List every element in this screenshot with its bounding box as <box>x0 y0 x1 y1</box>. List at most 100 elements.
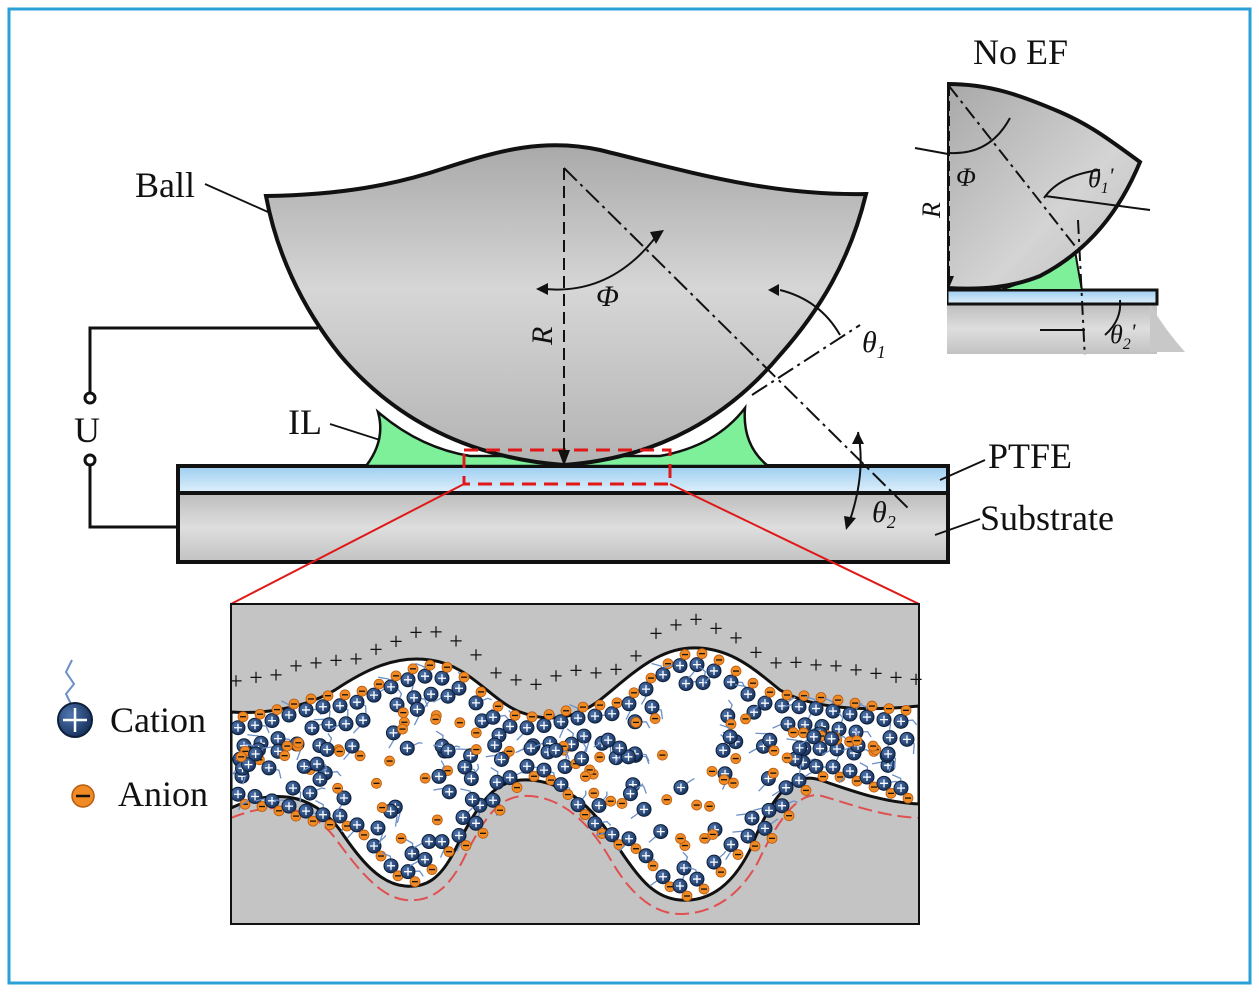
terminal-bottom <box>83 453 97 467</box>
positive-charge-mark: + <box>629 644 643 670</box>
cation-plus-sign <box>835 725 843 734</box>
cation-plus-sign <box>604 736 613 745</box>
positive-charge-mark: + <box>809 653 823 679</box>
positive-charge-mark: + <box>909 668 923 694</box>
cation-plus-sign <box>903 735 911 744</box>
cation-plus-sign <box>748 814 756 823</box>
positive-charge-mark: + <box>749 641 763 667</box>
cation-plus-sign <box>336 701 344 710</box>
cation-plus-sign <box>472 698 480 707</box>
cation-plus-sign <box>370 842 378 851</box>
detail-view <box>231 604 919 924</box>
cation-plus-sign <box>353 820 361 829</box>
cation-plus-sign <box>608 830 616 839</box>
cation-plus-sign <box>642 685 650 694</box>
theta2-label: θ2 <box>872 496 896 532</box>
radius-arrowhead <box>558 450 570 466</box>
cation-plus-sign <box>300 762 309 771</box>
cation-plus-sign <box>478 716 486 725</box>
cation-plus-sign <box>795 776 803 785</box>
cation-plus-sign <box>386 807 395 816</box>
inset-theta2-arc <box>1104 299 1122 336</box>
positive-charge-mark: + <box>289 654 303 680</box>
inset-substrate-edge <box>1150 304 1185 352</box>
cation-plus-sign <box>489 796 497 805</box>
cation-plus-sign <box>625 834 633 843</box>
positive-charge-mark: + <box>869 662 883 688</box>
cation-plus-sign <box>506 773 514 782</box>
double-layer-dashed-line <box>231 794 919 916</box>
cation-plus-sign <box>791 755 800 764</box>
terminal-top <box>83 391 97 405</box>
cation-plus-sign <box>466 751 475 760</box>
theta1-label: θ1 <box>862 326 886 362</box>
cation-plus-sign <box>656 827 665 836</box>
cation-plus-sign <box>727 840 735 849</box>
cation-plus-sign <box>285 802 293 811</box>
cation-plus-sign <box>659 670 667 679</box>
cation-plus-sign <box>387 861 395 870</box>
cation-plus-sign <box>497 755 506 764</box>
cation-plus-sign <box>608 709 616 718</box>
cation-plus-sign <box>325 720 333 729</box>
cation-plus-sign <box>795 743 804 752</box>
substrate-leader-line <box>934 518 981 536</box>
cation-plus-sign <box>659 872 667 881</box>
cation-plus-sign <box>615 744 624 753</box>
cation-plus-sign <box>467 774 476 783</box>
inset-phi-label: Φ <box>956 163 976 192</box>
inset-normal-line <box>1077 219 1086 355</box>
cation-plus-sign <box>801 720 809 729</box>
inset-diag-line <box>948 85 1076 247</box>
substrate-block <box>176 491 950 564</box>
inset-no-ef <box>947 81 1185 355</box>
cation-plus-sign <box>404 675 412 684</box>
il-leader-line <box>329 423 381 441</box>
cation-plus-sign <box>251 792 259 801</box>
cation-plus-sign <box>640 805 649 814</box>
cation-plus-sign <box>812 762 820 771</box>
cation-plus-sign <box>251 721 259 730</box>
positive-charge-mark: + <box>689 608 703 634</box>
cation-plus-sign <box>348 742 357 751</box>
cation-plus-sign <box>353 698 361 707</box>
inset-radius-arrow <box>947 276 954 288</box>
contact-angle-line <box>563 167 911 511</box>
positive-charge-mark: + <box>709 616 723 642</box>
positive-charge-mark: + <box>889 665 903 691</box>
cation-plus-sign <box>527 744 535 753</box>
cation-plus-sign <box>268 716 276 725</box>
cation-plus-sign <box>389 728 398 737</box>
anion-legend-label: Anion <box>118 774 208 814</box>
phi-label: Φ <box>596 280 619 313</box>
positive-charge-mark: + <box>269 663 283 689</box>
cation-plus-sign <box>251 749 260 758</box>
positive-charge-mark: + <box>549 664 563 690</box>
cation-plus-sign <box>434 772 443 781</box>
cation-plus-sign <box>403 744 412 753</box>
cation-plus-sign <box>765 736 774 745</box>
cation-plus-sign <box>490 741 499 750</box>
cation-plus-sign <box>289 784 297 793</box>
cation-plus-sign <box>274 747 283 756</box>
cation-plus-sign <box>340 794 348 802</box>
cation-legend-label: Cation <box>110 700 206 740</box>
cation-plus-sign <box>302 705 310 714</box>
cation-plus-sign <box>761 699 769 708</box>
radius-label: R <box>526 327 559 346</box>
positive-charge-mark: + <box>849 658 863 684</box>
cation-legend-icon <box>57 702 93 738</box>
positive-charge-mark: + <box>229 669 243 695</box>
cation-plus-sign <box>323 745 332 754</box>
phi-arrow-left <box>536 283 548 295</box>
cation-plus-sign <box>591 819 599 828</box>
positive-charge-mark: + <box>329 648 343 674</box>
ptfe-layer <box>176 464 950 495</box>
cation-plus-sign <box>574 714 582 723</box>
cation-plus-sign <box>676 882 684 890</box>
cation-plus-sign <box>410 693 418 702</box>
cation-plus-sign <box>676 783 685 792</box>
cation-plus-sign <box>313 760 322 769</box>
cation-plus-sign <box>425 837 433 846</box>
